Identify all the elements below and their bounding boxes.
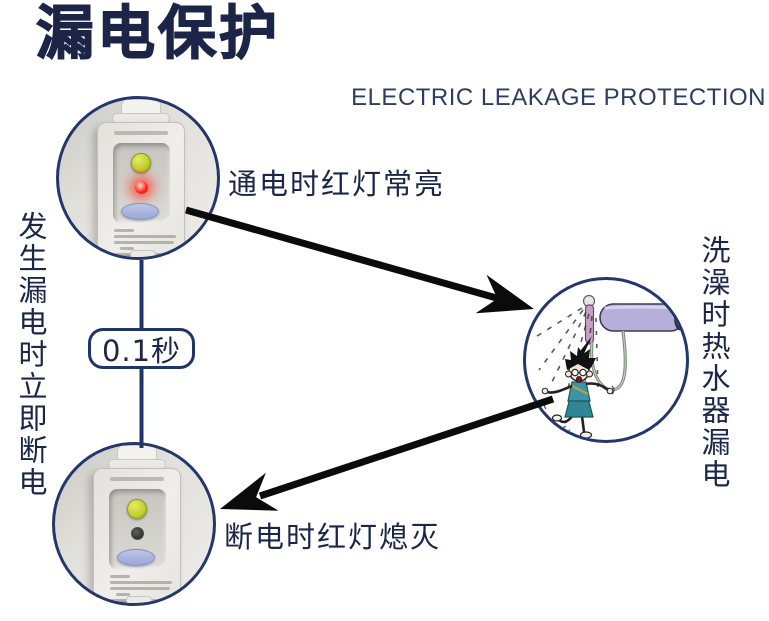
lightning-bolt-icon (571, 336, 592, 375)
plug-button-panel (113, 143, 170, 223)
embossed-text-line (110, 587, 170, 590)
caption-red-light-on: 通电时红灯常亮 (228, 167, 446, 201)
plug-bottom-tab (126, 596, 152, 603)
leakage-protector-plug (93, 468, 181, 603)
plug-photo-red-led-off (52, 442, 216, 606)
red-indicator-led-off (131, 527, 144, 540)
caption-heater-leaks-while-bathing: 洗澡时热水器漏电 (697, 235, 731, 491)
water-heater-icon (599, 303, 686, 332)
caption-cuts-power-immediately: 发生漏电时立即断电 (14, 211, 48, 499)
embossed-text-line (120, 247, 134, 250)
page-subtitle: ELECTRIC LEAKAGE PROTECTION (351, 84, 766, 111)
arrow-down-right-icon (185, 206, 534, 314)
leakage-protector-plug (97, 122, 185, 257)
shower-shock-illustration (523, 277, 689, 443)
shocked-person-icon (537, 347, 615, 439)
trip-time-badge: 0.1秒 (88, 328, 195, 369)
embossed-text-line (110, 575, 130, 578)
plug-button-panel (109, 489, 166, 569)
embossed-text-line (114, 229, 134, 232)
arrow-down-left-icon (220, 395, 555, 511)
embossed-label-line (114, 131, 168, 135)
reset-button (121, 203, 159, 220)
plug-bottom-tab (130, 250, 156, 257)
embossed-text-line (116, 593, 130, 596)
embossed-text-line (110, 581, 172, 584)
red-indicator-led-on (135, 181, 148, 194)
caption-red-light-off: 断电时红灯熄灭 (224, 520, 442, 554)
page-title: 漏电保护 (35, 0, 281, 67)
reset-button (117, 549, 155, 566)
embossed-text-line (114, 241, 174, 244)
shower-shock-cartoon-icon (533, 294, 686, 439)
plug-photo-red-led-on (56, 96, 220, 260)
test-button (131, 153, 151, 173)
embossed-text-line (114, 235, 176, 238)
embossed-label-line (110, 477, 164, 481)
test-button (127, 499, 147, 519)
